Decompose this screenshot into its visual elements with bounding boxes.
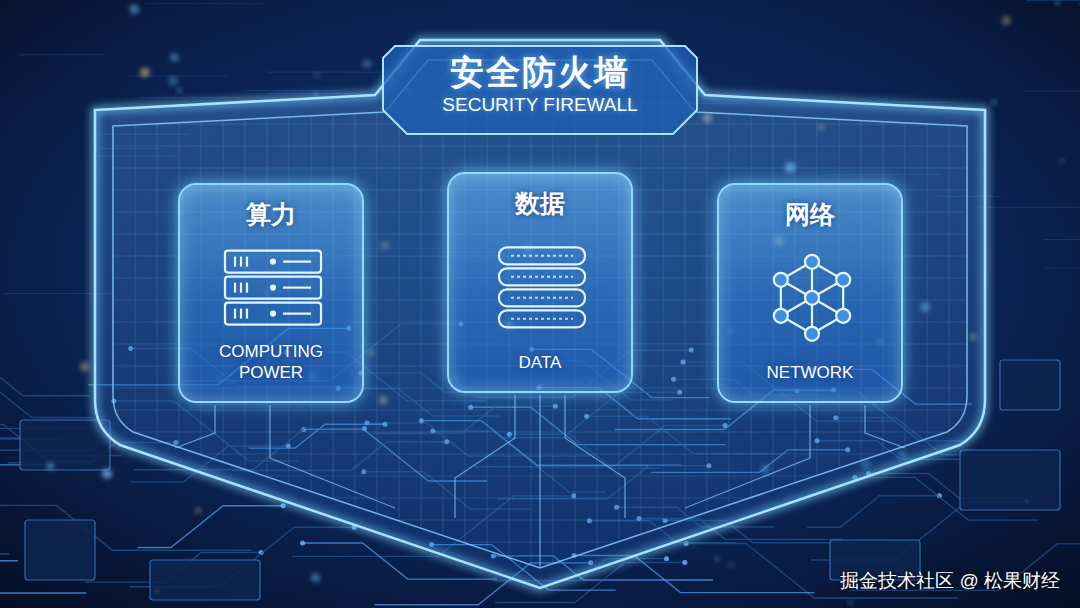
shield-heading: 安全防火墙SECURITY FIREWALL (95, 52, 985, 117)
box-title: 网络 (719, 199, 901, 229)
shield-subtitle: SECURITY FIREWALL (95, 93, 985, 117)
component-box: 网络 NETWORK (717, 183, 903, 403)
component-box: 算力 COMPUTING POWER (178, 183, 364, 403)
box-caption: DATA (467, 353, 613, 373)
component-box: 数据 DATA (447, 172, 633, 393)
box-caption: NETWORK (737, 363, 883, 383)
box-title: 数据 (449, 188, 631, 218)
watermark: 掘金技术社区 @ 松果财经 (840, 568, 1060, 594)
bokeh-dots (47, 1, 1064, 604)
shield-title: 安全防火墙 (95, 52, 985, 93)
box-title: 算力 (180, 199, 362, 229)
firewall-shield: 算力 COMPUTING POWER 数据 DATA 网络 NETWORK 安全防火墙SEC… (95, 38, 985, 590)
box-caption: COMPUTING POWER (198, 342, 344, 383)
